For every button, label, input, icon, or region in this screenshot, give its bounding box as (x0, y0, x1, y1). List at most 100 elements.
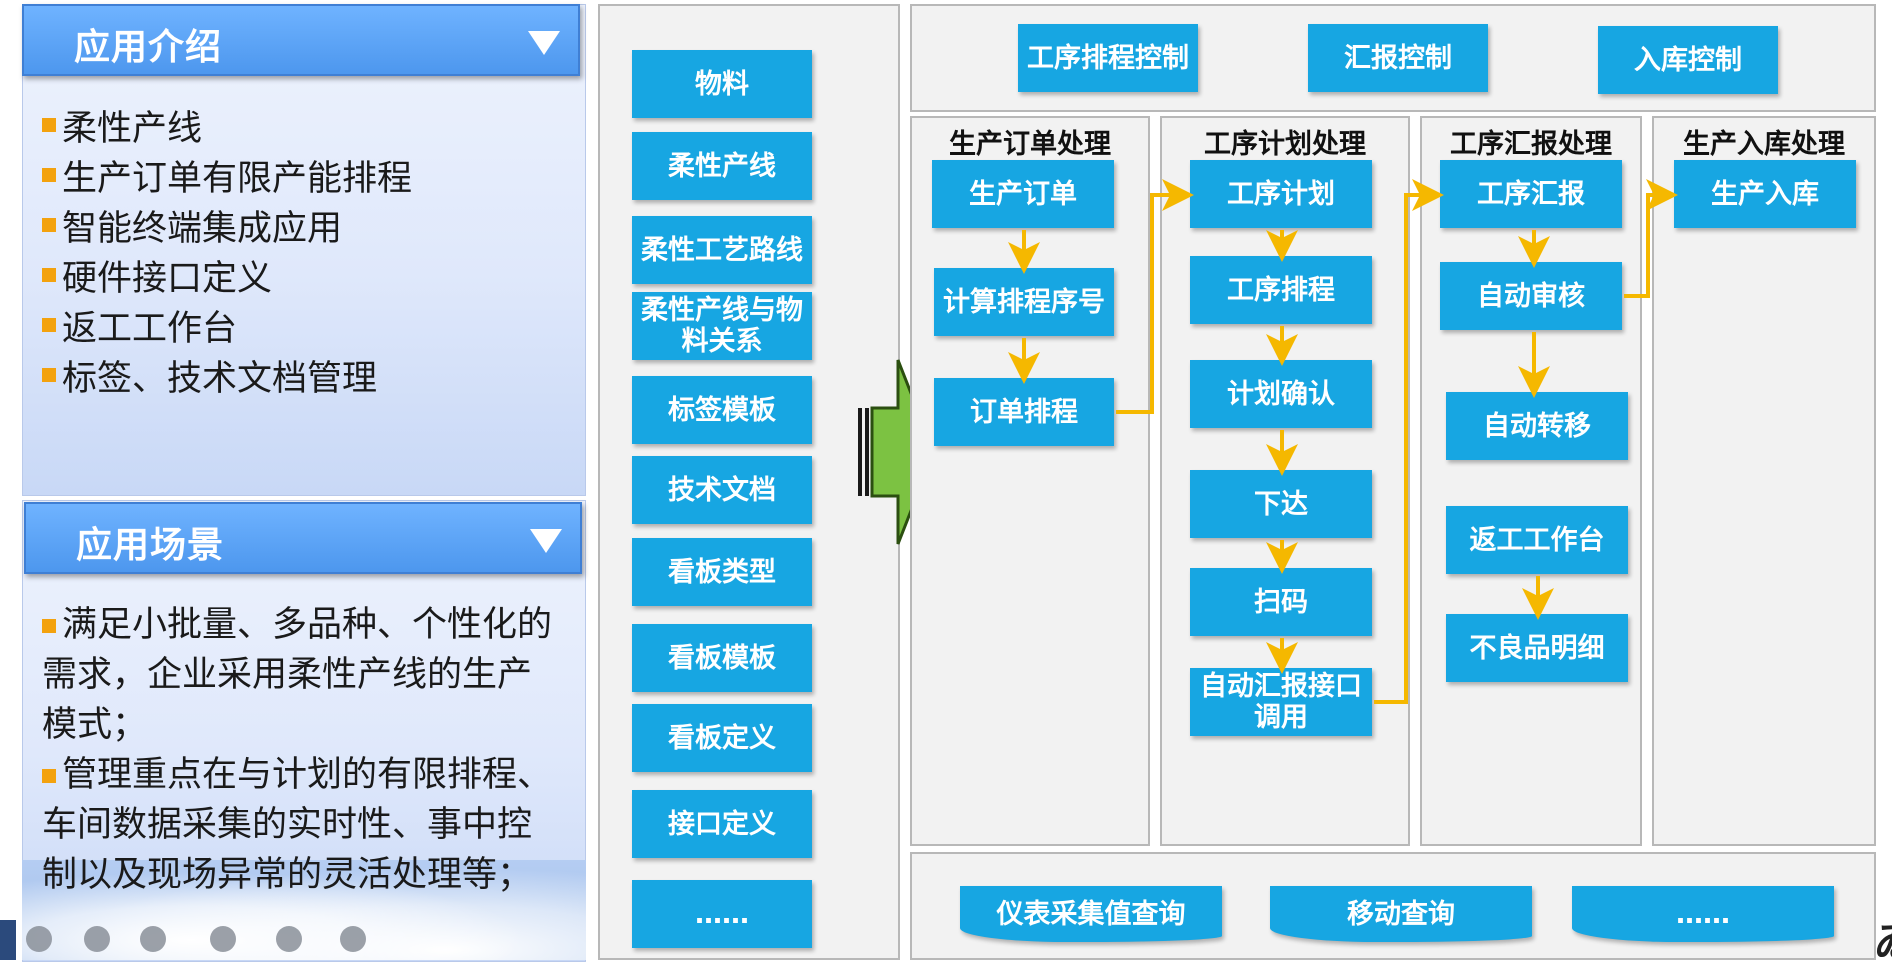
control-box-stock[interactable]: 入库控制 (1598, 26, 1778, 94)
intro-title: 应用介绍 (74, 27, 223, 68)
master-data-item[interactable]: 物料 (632, 50, 812, 118)
step-scan[interactable]: 扫码 (1190, 568, 1372, 636)
master-data-item[interactable]: 技术文档 (632, 456, 812, 524)
more-icon[interactable] (340, 926, 366, 952)
master-data-item[interactable]: 柔性产线 (632, 132, 812, 200)
master-data-label: 柔性产线与物料关系 (641, 295, 803, 357)
square-bullet-icon (42, 619, 56, 633)
list-item: 智能终端集成应用 (42, 200, 412, 250)
master-data-label: 看板类型 (668, 556, 776, 588)
step-process-scheduling[interactable]: 工序排程 (1190, 256, 1372, 324)
scene-paragraph-text: 满足小批量、多品种、个性化的需求，企业采用柔性产线的生产模式； (42, 605, 553, 745)
stock-column-frame (1652, 116, 1876, 846)
step-calc-sequence[interactable]: 计算排程序号 (934, 268, 1114, 336)
square-bullet-icon (42, 368, 56, 382)
order-column-frame (910, 116, 1150, 846)
plan-column-title: 工序计划处理 (1204, 129, 1366, 160)
feature-text: 柔性产线 (62, 108, 203, 149)
step-process-plan[interactable]: 工序计划 (1190, 160, 1372, 228)
scene-text: 满足小批量、多品种、个性化的需求，企业采用柔性产线的生产模式； 管理重点在与计划… (42, 600, 562, 900)
step-plan-confirm[interactable]: 计划确认 (1190, 360, 1372, 428)
master-data-label: 看板模板 (668, 642, 776, 674)
step-auto-report-api[interactable]: 自动汇报接口调用 (1190, 668, 1372, 736)
feature-text: 标签、技术文档管理 (62, 358, 378, 399)
query-label: 仪表采集值查询 (996, 898, 1186, 930)
previous-icon[interactable] (26, 926, 52, 952)
control-box-scheduling[interactable]: 工序排程控制 (1018, 24, 1198, 92)
scene-paragraph: 满足小批量、多品种、个性化的需求，企业采用柔性产线的生产模式； (42, 600, 562, 750)
step-label: 自动转移 (1483, 410, 1591, 442)
step-label: 自动审核 (1477, 280, 1585, 312)
control-label: 汇报控制 (1344, 42, 1452, 74)
square-bullet-icon (42, 769, 56, 783)
list-item: 硬件接口定义 (42, 250, 412, 300)
query-more[interactable]: …… (1572, 886, 1834, 942)
master-data-label: 看板定义 (668, 722, 776, 754)
master-data-label: 接口定义 (668, 808, 776, 840)
master-data-item[interactable]: 看板类型 (632, 538, 812, 606)
step-label: 计划确认 (1227, 378, 1335, 410)
step-defect-detail[interactable]: 不良品明细 (1446, 614, 1628, 682)
step-production-stock-in[interactable]: 生产入库 (1674, 160, 1856, 228)
square-bullet-icon (42, 318, 56, 332)
menu-icon[interactable] (210, 926, 236, 952)
scene-paragraph-text: 管理重点在与计划的有限排程、车间数据采集的实时性、事中控制以及现场异常的灵活处理… (42, 755, 553, 895)
list-item: 返工工作台 (42, 300, 412, 350)
pen-icon[interactable] (140, 926, 166, 952)
square-bullet-icon (42, 218, 56, 232)
step-label: 计算排程序号 (943, 286, 1105, 318)
list-item: 标签、技术文档管理 (42, 350, 412, 400)
step-label: 生产入库 (1711, 178, 1819, 210)
master-data-label: 技术文档 (668, 474, 776, 506)
master-data-label: 柔性产线 (668, 150, 776, 182)
step-label: 下达 (1254, 488, 1308, 520)
step-auto-transfer[interactable]: 自动转移 (1446, 392, 1628, 460)
step-label: 不良品明细 (1469, 632, 1605, 664)
zoom-icon[interactable] (276, 926, 302, 952)
step-label: 返工工作台 (1469, 524, 1605, 556)
master-data-item[interactable]: 看板定义 (632, 704, 812, 772)
query-mobile[interactable]: 移动查询 (1270, 886, 1532, 942)
order-column-title: 生产订单处理 (949, 129, 1111, 160)
player-edge (0, 920, 16, 960)
master-data-item[interactable]: 柔性工艺路线 (632, 216, 812, 284)
control-box-report[interactable]: 汇报控制 (1308, 24, 1488, 92)
step-release[interactable]: 下达 (1190, 470, 1372, 538)
feature-text: 硬件接口定义 (62, 258, 273, 299)
scene-header[interactable]: 应用场景 (24, 502, 582, 574)
corner-glyph: ゐ (1874, 910, 1892, 968)
list-item: 生产订单有限产能排程 (42, 150, 412, 200)
query-meter-values[interactable]: 仪表采集值查询 (960, 886, 1222, 942)
scene-title: 应用场景 (76, 525, 225, 566)
collapse-triangle-icon[interactable] (530, 529, 562, 553)
intro-header[interactable]: 应用介绍 (22, 4, 580, 76)
step-production-order[interactable]: 生产订单 (932, 160, 1114, 228)
feature-text: 智能终端集成应用 (62, 208, 343, 249)
master-data-item[interactable]: …… (632, 880, 812, 948)
step-rework-bench[interactable]: 返工工作台 (1446, 506, 1628, 574)
feature-text: 返工工作台 (62, 308, 238, 349)
step-auto-audit[interactable]: 自动审核 (1440, 262, 1622, 330)
next-icon[interactable] (84, 926, 110, 952)
stock-column-title: 生产入库处理 (1683, 129, 1845, 160)
square-bullet-icon (42, 168, 56, 182)
square-bullet-icon (42, 118, 56, 132)
step-label: 工序汇报 (1477, 178, 1585, 210)
query-label: …… (1676, 898, 1730, 930)
master-data-item[interactable]: 看板模板 (632, 624, 812, 692)
master-data-item[interactable]: 接口定义 (632, 790, 812, 858)
master-data-item[interactable]: 柔性产线与物料关系 (632, 292, 812, 360)
square-bullet-icon (42, 268, 56, 282)
collapse-triangle-icon[interactable] (528, 31, 560, 55)
step-label: 生产订单 (969, 178, 1077, 210)
master-data-item[interactable]: 标签模板 (632, 376, 812, 444)
step-process-report[interactable]: 工序汇报 (1440, 160, 1622, 228)
list-item: 柔性产线 (42, 100, 412, 150)
master-data-label: …… (695, 898, 749, 930)
control-label: 入库控制 (1634, 44, 1742, 76)
query-label: 移动查询 (1347, 898, 1455, 930)
master-data-label: 柔性工艺路线 (641, 234, 803, 266)
step-label: 工序排程 (1227, 274, 1335, 306)
master-data-label: 物料 (695, 68, 749, 100)
step-order-scheduling[interactable]: 订单排程 (934, 378, 1114, 446)
